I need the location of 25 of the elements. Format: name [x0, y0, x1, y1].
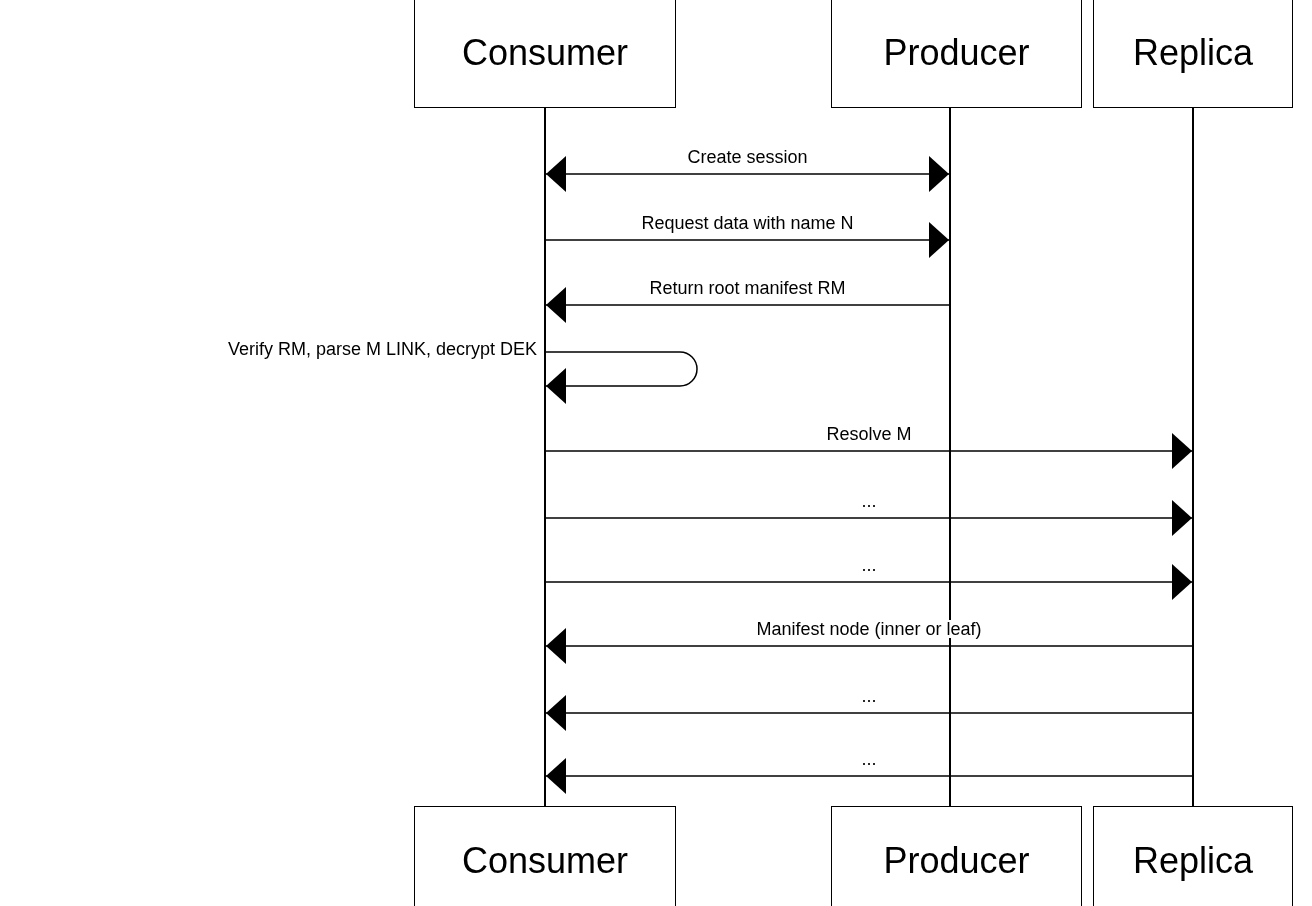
participant-box: Consumer	[414, 806, 676, 906]
message-arrow	[545, 564, 1193, 600]
participant-box: Consumer	[414, 0, 676, 108]
lifeline	[544, 108, 546, 806]
participant-box: Producer	[831, 0, 1082, 108]
edge-label: Request data with name N	[639, 214, 856, 232]
edge-label: Return root manifest RM	[647, 279, 848, 297]
message-arrow	[545, 500, 1193, 536]
edge-label: Verify RM, parse M LINK, decrypt DEK	[227, 340, 537, 358]
edge-label: Manifest node (inner or leaf)	[754, 620, 984, 638]
message-arrow	[545, 433, 1193, 469]
message-arrow	[545, 287, 950, 323]
participant-box: Replica	[1093, 806, 1293, 906]
message-arrow	[545, 156, 950, 192]
edge-label: Create session	[685, 148, 810, 166]
edge-label: Resolve M	[824, 425, 914, 443]
message-arrow	[545, 695, 1193, 731]
lifeline	[949, 108, 951, 806]
participant-box: Producer	[831, 806, 1082, 906]
participant-box: Replica	[1093, 0, 1293, 108]
lifeline	[1192, 108, 1194, 806]
message-arrow	[545, 628, 1193, 664]
message-arrow	[545, 222, 950, 258]
message-arrow	[545, 351, 698, 404]
message-arrow	[545, 758, 1193, 794]
